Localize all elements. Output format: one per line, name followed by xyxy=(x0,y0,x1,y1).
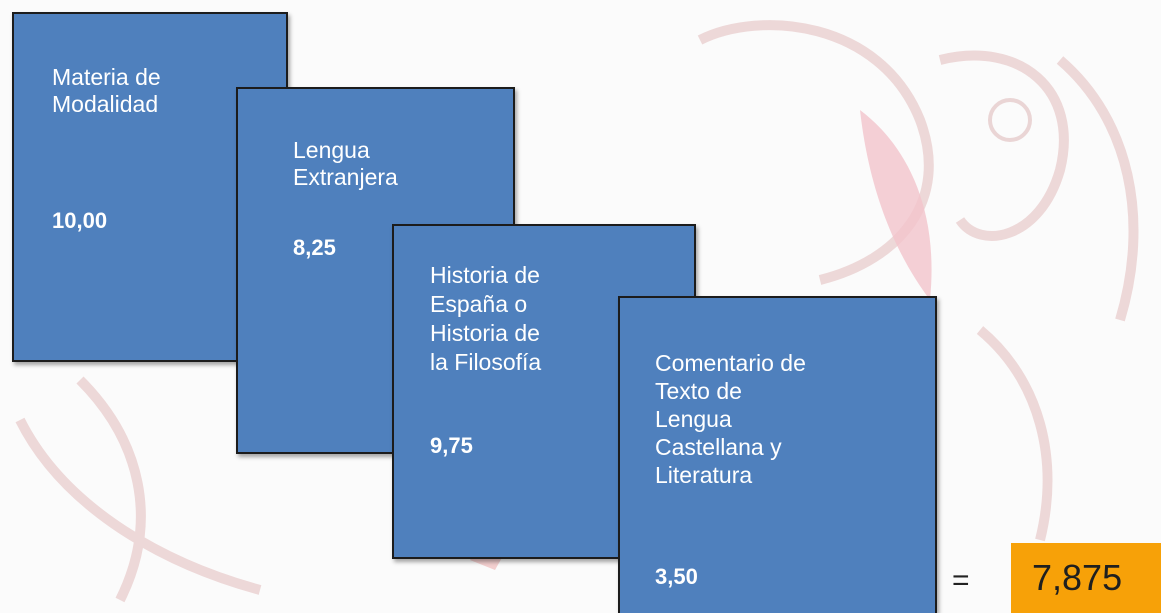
watermark-ring xyxy=(988,98,1032,142)
subject-name: Historia de España o Historia de la Filo… xyxy=(430,262,542,375)
subject-card-comentario: Comentario de Texto de Lengua Castellana… xyxy=(618,296,937,613)
watermark-swan-head xyxy=(938,50,1069,241)
subject-score: 3,50 xyxy=(655,564,698,589)
watermark-scroll xyxy=(76,376,146,603)
watermark-pink-beak xyxy=(860,110,932,300)
subject-score: 9,75 xyxy=(430,433,473,458)
watermark-swan-neck xyxy=(697,20,934,285)
result-value: 7,875 xyxy=(1032,557,1123,598)
subject-score: 8,25 xyxy=(293,235,336,260)
watermark-curve xyxy=(976,326,1053,542)
subject-name: Comentario de Texto de Lengua Castellana… xyxy=(655,350,806,488)
watermark-wing xyxy=(1056,56,1139,322)
subject-name: Lengua Extranjera xyxy=(293,137,398,190)
subject-name: Materia de Modalidad xyxy=(52,64,161,117)
subject-score: 10,00 xyxy=(52,208,108,233)
equals-sign: = xyxy=(952,564,970,597)
result-box: 7,875 xyxy=(1011,543,1161,613)
watermark-arc xyxy=(15,417,262,595)
